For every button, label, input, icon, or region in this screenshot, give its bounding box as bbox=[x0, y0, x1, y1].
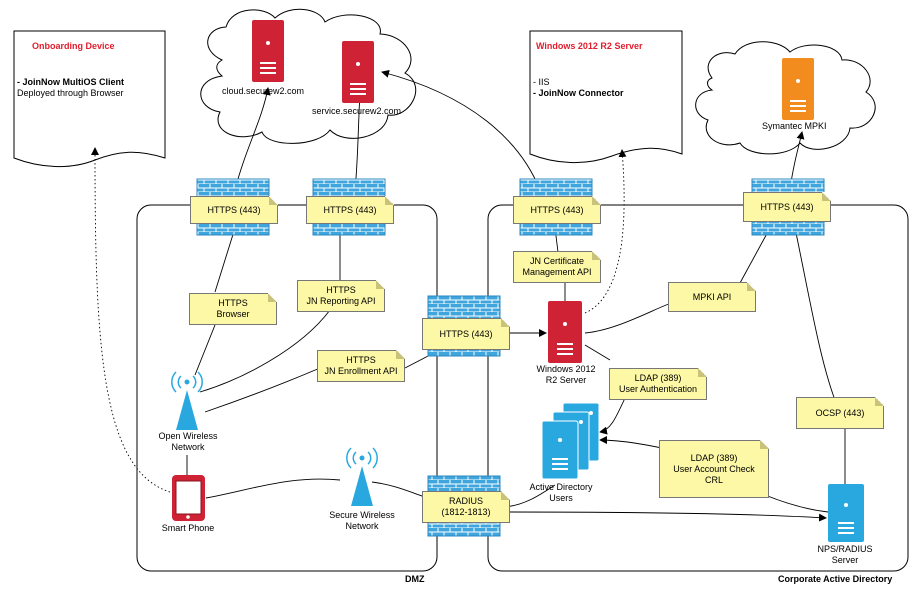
server-service-icon bbox=[342, 41, 374, 103]
securew2-cloud bbox=[200, 8, 417, 144]
server-cloud-icon bbox=[252, 20, 284, 82]
firewall-middle-label: HTTPS (443) bbox=[422, 318, 510, 350]
mpki-api-label: MPKI API bbox=[668, 282, 756, 312]
active-directory-icon bbox=[541, 402, 600, 480]
dmz-zone bbox=[136, 204, 438, 572]
firewall-dmz-left-label: HTTPS (443) bbox=[190, 196, 278, 224]
smart-phone-icon bbox=[172, 475, 205, 521]
ocsp-label: OCSP (443) bbox=[796, 397, 884, 429]
onboarding-note-shape bbox=[13, 30, 166, 167]
connections bbox=[186, 69, 846, 522]
corporate-zone bbox=[487, 204, 909, 572]
corporate-zone-title: Corporate Active Directory bbox=[778, 574, 893, 584]
symantec-caption: Symantec MPKI bbox=[762, 121, 827, 131]
windows-note-shape bbox=[529, 30, 683, 163]
windows-note-line-2: - JoinNow Connector bbox=[533, 88, 624, 98]
onboarding-note-line-1: - JoinNow MultiOS Client bbox=[17, 77, 124, 87]
firewall-corp-left-label: HTTPS (443) bbox=[513, 196, 601, 224]
firewall-corp-right-label: HTTPS (443) bbox=[743, 192, 831, 222]
windows-note-line-1: - IIS bbox=[533, 77, 550, 87]
dotted-connections bbox=[91, 147, 627, 493]
smart-phone-caption: Smart Phone bbox=[161, 523, 215, 533]
onboarding-note-title: Onboarding Device bbox=[32, 41, 115, 51]
server-nps-icon bbox=[828, 484, 864, 542]
service-server-caption: service.securew2.com bbox=[312, 106, 402, 116]
secure-wireless-tower-icon bbox=[346, 447, 378, 506]
dmz-zone-title: DMZ bbox=[405, 574, 425, 584]
windows-note-title: Windows 2012 R2 Server bbox=[536, 41, 643, 51]
ldap-user-auth-label: LDAP (389)User Authentication bbox=[609, 368, 707, 400]
onboarding-note-line-2: Deployed through Browser bbox=[17, 88, 124, 98]
open-wireless-tower-icon bbox=[171, 371, 203, 430]
cloud-server-caption: cloud.securew2.com bbox=[222, 86, 305, 96]
server-windows-icon bbox=[548, 301, 582, 363]
firewall-dmz-mid-label: HTTPS (443) bbox=[306, 196, 394, 224]
server-symantec-icon bbox=[782, 58, 814, 120]
firewall-radius-label: RADIUS(1812-1813) bbox=[422, 491, 510, 523]
